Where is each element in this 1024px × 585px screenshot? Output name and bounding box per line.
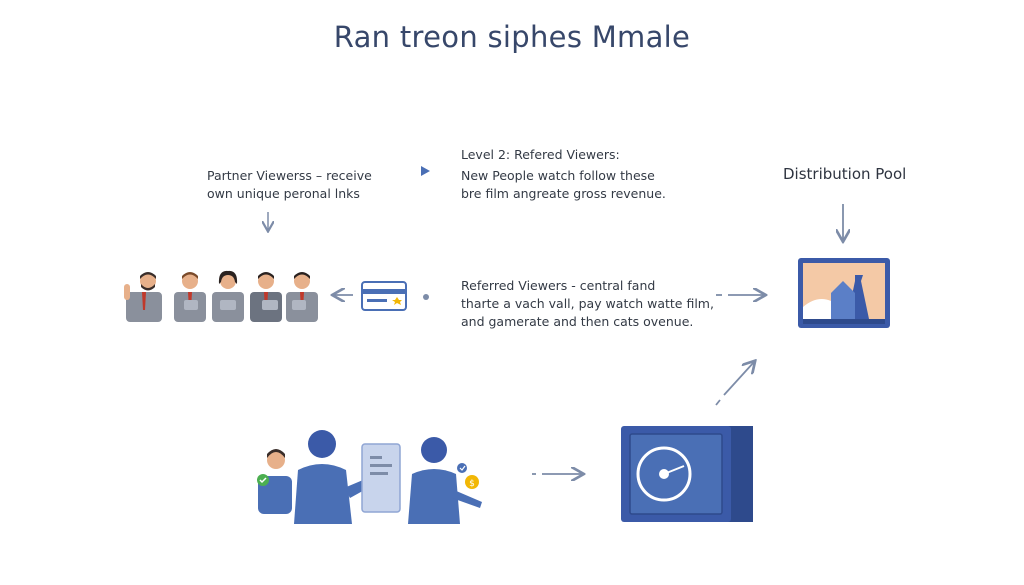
level2-line-2: bre film angreate gross revenue. bbox=[461, 186, 666, 201]
connector-dot bbox=[423, 294, 429, 300]
referred-line-1: Referred Viewers - central fand bbox=[461, 278, 656, 293]
big-person-right: $ bbox=[408, 437, 482, 524]
arrow-right-level2 bbox=[421, 166, 430, 176]
person-4 bbox=[250, 272, 282, 322]
arrow-diagonal-vault bbox=[715, 362, 754, 406]
small-person bbox=[257, 449, 292, 514]
people-document-icon: $ bbox=[257, 430, 482, 524]
referred-line-3: and gamerate and then cats ovenue. bbox=[461, 314, 694, 329]
level2-text: New People watch follow these bre film a… bbox=[461, 167, 666, 203]
payment-card-icon bbox=[361, 281, 407, 311]
person-2 bbox=[174, 272, 206, 322]
people-group-icon bbox=[124, 270, 318, 322]
person-1 bbox=[124, 272, 162, 322]
partner-viewers-text: Partner Viewerss – receive own unique pe… bbox=[207, 167, 372, 203]
referred-line-2: tharte a vach vall, pay watch watte film… bbox=[461, 296, 714, 311]
distribution-pool-label: Distribution Pool bbox=[783, 165, 907, 183]
partner-line-2: own unique peronal lnks bbox=[207, 186, 360, 201]
monitor-film-icon bbox=[798, 258, 890, 328]
diagram-title: Ran treon siphes Mmale bbox=[333, 20, 691, 54]
person-3 bbox=[212, 270, 244, 322]
document-tablet bbox=[361, 443, 401, 513]
referred-viewers-text: Referred Viewers - central fand tharte a… bbox=[461, 277, 714, 331]
svg-text:$: $ bbox=[469, 479, 475, 489]
partner-line-1: Partner Viewerss – receive bbox=[207, 168, 372, 183]
level2-heading: Level 2: Refered Viewers: bbox=[461, 147, 620, 162]
level2-line-1: New People watch follow these bbox=[461, 168, 655, 183]
safe-vault-icon bbox=[621, 426, 753, 522]
person-5 bbox=[286, 272, 318, 322]
